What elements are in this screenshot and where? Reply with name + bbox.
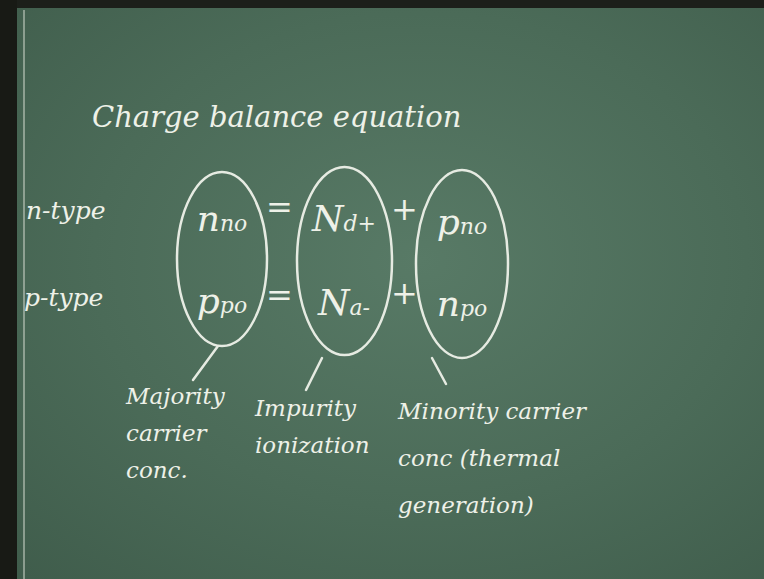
- symbol-text: Na-: [295, 282, 394, 323]
- plus-sign: +: [391, 190, 418, 228]
- oval-outline: [177, 172, 267, 346]
- annotation: Impurity ionization: [255, 390, 390, 464]
- row-label: n-type: [26, 196, 106, 225]
- symbol-text: npo: [414, 283, 510, 324]
- leader-line: [193, 346, 218, 380]
- oval-group: Nd+ Na-: [295, 165, 394, 357]
- symbol-text: ppo: [175, 280, 269, 321]
- symbol-text: Nd+: [295, 198, 394, 239]
- oval-outline: [175, 170, 269, 348]
- board-top-edge: [0, 0, 764, 8]
- oval-outline: [414, 168, 510, 360]
- board-title: Charge balance equation: [92, 100, 461, 134]
- row-label: p-type: [24, 283, 103, 312]
- plus-sign: +: [391, 274, 418, 312]
- oval-outline: [416, 170, 508, 358]
- board-left-edge: [0, 0, 17, 579]
- leader-line: [432, 358, 446, 384]
- oval-outline: [297, 167, 392, 355]
- oval-group: pno npo: [414, 168, 510, 360]
- oval-outline: [295, 165, 394, 357]
- equals-sign: =: [266, 276, 293, 314]
- equals-sign: =: [266, 188, 293, 226]
- annotation: Minority carrier conc (thermal generatio…: [398, 388, 603, 529]
- oval-group: nno ppo: [175, 170, 269, 348]
- symbol-text: nno: [175, 198, 269, 239]
- leader-line: [306, 358, 322, 390]
- symbol-text: pno: [414, 201, 510, 242]
- annotation: Majority carrier conc.: [126, 378, 226, 488]
